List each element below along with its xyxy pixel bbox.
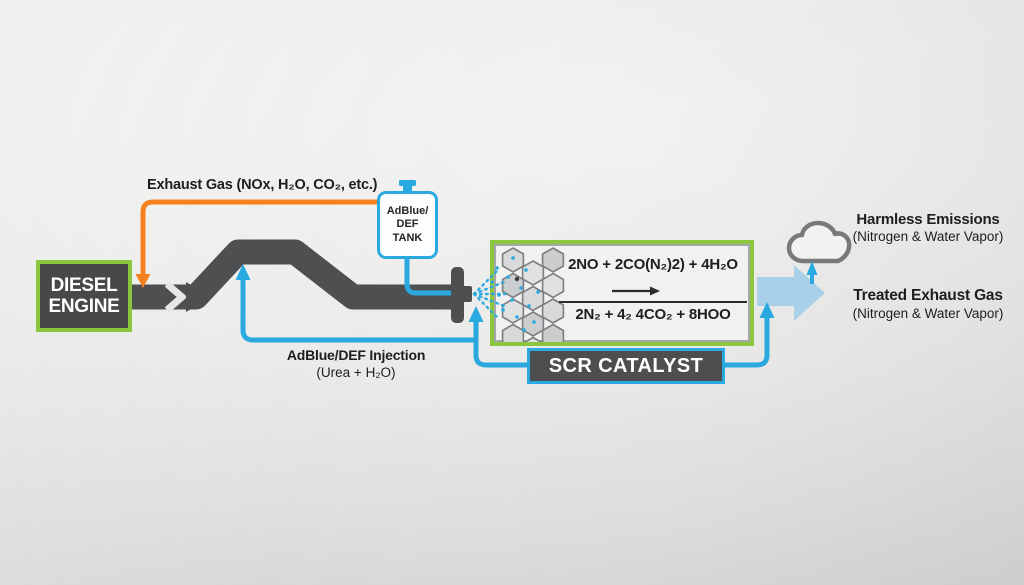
- injection-label: AdBlue/DEF Injection: [286, 347, 426, 363]
- equation-top: 2NO + 2CO(N₂)2) + 4H₂O: [568, 256, 738, 273]
- exhaust-gas-label: Exhaust Gas (NOx, H₂O, CO₂, etc.): [147, 177, 378, 193]
- adblue-def-tank-box: AdBlue/ DEF TANK: [377, 191, 438, 259]
- treated-exhaust-title: Treated Exhaust Gas: [853, 287, 1003, 304]
- exhaust-pipe: [124, 239, 452, 313]
- cloud-arrow: [806, 261, 818, 284]
- equation-bottom: 2N₂ + 4₂ 4CO₂ + 8HOO: [575, 306, 731, 323]
- def-injector: [451, 267, 472, 323]
- tank-feed-line: [404, 258, 452, 296]
- scr-catalyst-chamber: [490, 240, 754, 346]
- injection-sublabel: (Urea + H₂O): [316, 365, 396, 380]
- treated-exhaust-subtitle: (Nitrogen & Water Vapor): [852, 306, 1004, 321]
- harmless-emissions-title: Harmless Emissions: [856, 211, 1000, 228]
- harmless-emissions-subtitle: (Nitrogen & Water Vapor): [852, 229, 1004, 244]
- tank-label: AdBlue/ DEF TANK: [386, 205, 429, 244]
- diesel-engine-box: DIESEL ENGINE: [36, 260, 132, 332]
- treated-exhaust-arrow: [757, 265, 825, 321]
- treated-exhaust-block: Treated Exhaust Gas (Nitrogen & Water Va…: [828, 287, 1024, 321]
- engine-label: DIESEL ENGINE: [48, 274, 120, 317]
- scr-catalyst-label: SCR CATALYST: [548, 354, 704, 377]
- scr-catalyst-label-box: SCR CATALYST: [527, 348, 725, 384]
- harmless-emissions-block: Harmless Emissions (Nitrogen & Water Vap…: [828, 211, 1024, 244]
- injection-label-block: AdBlue/DEF Injection (Urea + H₂O): [246, 347, 466, 380]
- exhaust-gas-arrow: [135, 199, 386, 288]
